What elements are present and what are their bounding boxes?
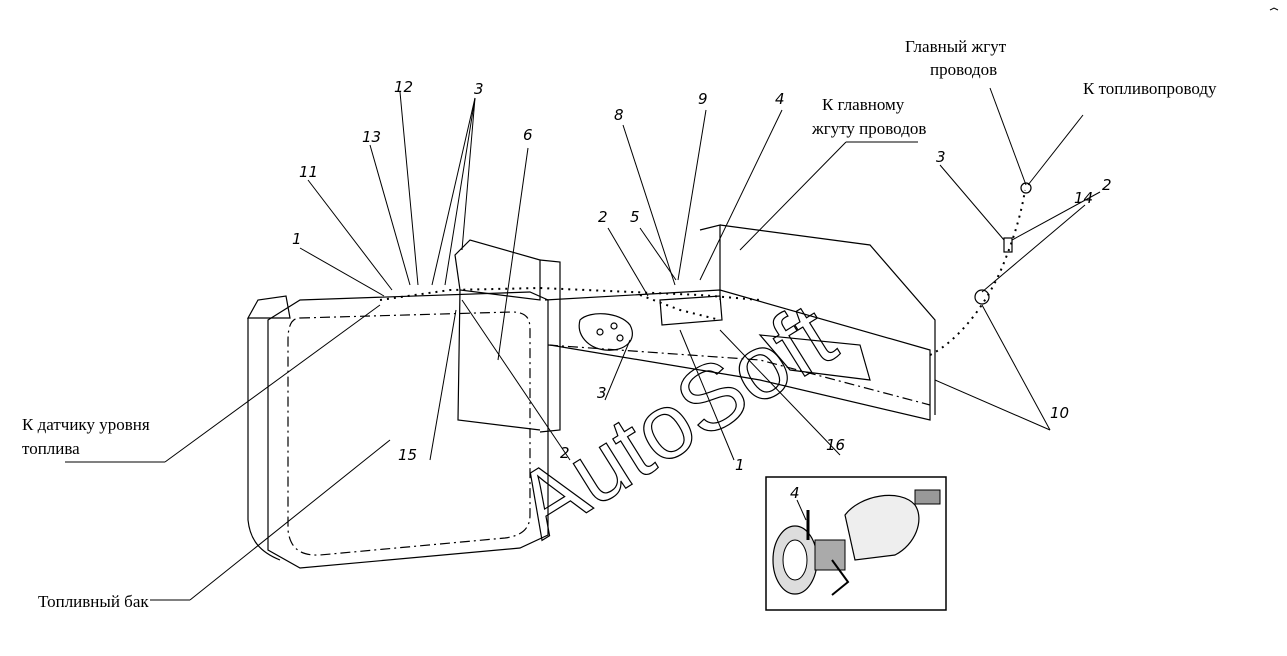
leader-lines [65, 87, 1101, 601]
fuel-tank-drawing [246, 291, 549, 569]
callout-10: 10 [1050, 404, 1069, 422]
callout-15: 15 [398, 446, 417, 464]
fuel-pump-inset [765, 476, 947, 611]
callout-numbers: 12 3 13 6 11 1 8 9 4 2 5 3 2 14 3 15 2 1… [292, 78, 1112, 502]
callout-9: 9 [698, 90, 708, 108]
callout-3: 3 [474, 80, 484, 98]
callout-5: 5 [630, 208, 640, 226]
callout-1: 1 [735, 456, 745, 474]
label-to-fuel-sensor-line1: К датчику уровня [22, 415, 150, 434]
callout-8: 8 [614, 106, 624, 124]
callout-2: 2 [1102, 176, 1112, 194]
label-to-fuel-line: К топливопроводу [1083, 79, 1217, 98]
callout-16: 16 [826, 436, 845, 454]
callout-13: 13 [362, 128, 381, 146]
label-main-harness-line1: Главный жгут [905, 37, 1007, 56]
label-to-main-harness-line1: К главному [822, 95, 905, 114]
fuel-lines [379, 182, 1032, 356]
callout-4: 4 [790, 484, 800, 502]
callout-3: 3 [597, 384, 607, 402]
callout-3: 3 [936, 148, 946, 166]
label-main-harness-line2: проводов [930, 60, 997, 79]
text-labels: Главный жгут проводов К топливопроводу К… [22, 37, 1217, 611]
callout-14: 14 [1074, 189, 1093, 207]
callout-6: 6 [523, 126, 533, 144]
callout-11: 11 [299, 163, 318, 181]
label-to-fuel-sensor-line2: топлива [22, 439, 80, 458]
callout-12: 12 [394, 78, 413, 96]
corner-mark [1269, 7, 1279, 11]
frame-rails [454, 224, 936, 433]
label-to-main-harness-line2: жгуту проводов [811, 119, 926, 138]
callout-1: 1 [292, 230, 302, 248]
label-fuel-tank: Топливный бак [38, 592, 149, 611]
callout-2: 2 [560, 444, 570, 462]
callout-2: 2 [598, 208, 608, 226]
callout-4: 4 [775, 90, 785, 108]
